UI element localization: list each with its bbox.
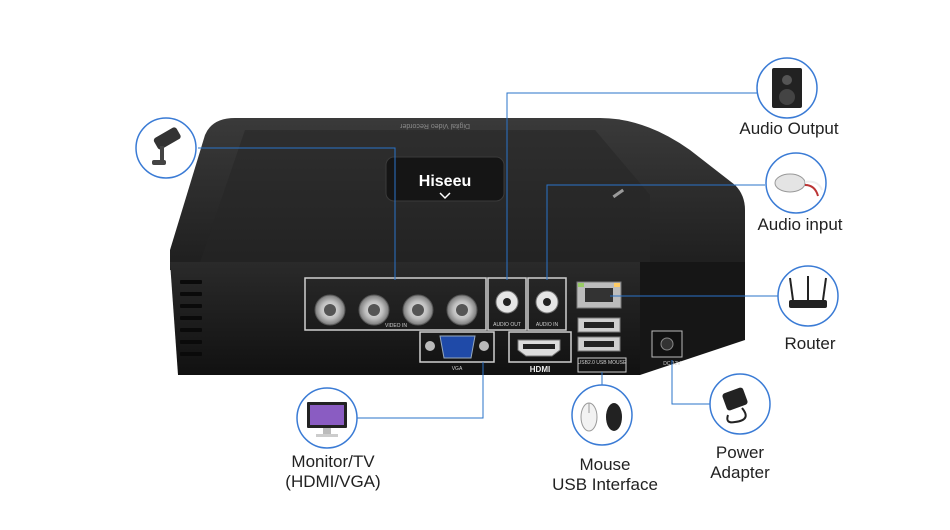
hdmi-label: HDMI [530,365,550,374]
hdmi-frame [508,331,572,363]
router-label: Router [784,334,836,353]
mouse-callout [571,384,633,446]
monitor-callout-line [356,362,484,419]
router-callout [777,265,839,327]
dvr-rear-panel [170,262,640,375]
power-label-line2: Adapter [710,463,770,482]
mouse-label-line2: USB Interface [552,475,658,494]
cctv-camera-icon [152,127,181,165]
callout-circles [135,57,839,449]
rj45-port [576,281,622,309]
monitor-label: Monitor/TV (HDMI/VGA) [258,452,408,492]
power-callout-line [671,360,710,405]
audio-out-label: AUDIO OUT [493,322,521,328]
microphone-icon [774,173,823,197]
brand-logo: Hiseeu [419,173,471,190]
audio-input-callout [765,152,827,214]
audio-output-callout [756,57,818,119]
monitor-label-line2: (HDMI/VGA) [285,472,381,491]
audio-output-callout-line [506,92,757,280]
mouse-label-line1: Mouse [579,455,631,474]
power-label: Power Adapter [690,443,790,483]
vga-port [425,335,489,359]
audio-input-callout-line [546,184,765,280]
power-adapter-icon [722,387,748,424]
rca-audio-in [535,290,559,314]
mouse-icon [580,402,622,432]
bnc-connectors [314,294,478,326]
usb-ports [577,317,621,352]
rca-audio-out [495,290,519,314]
top-edge-label: Digital Video Recorder [399,122,470,129]
logo-plate [385,156,505,202]
power-label-line1: Power [715,443,765,462]
dvr-device: Hiseeu Digital Video Recorder VIDEO IN A… [170,118,745,375]
hdmi-slot [523,344,555,349]
audio-output-label: Audio Output [739,119,839,138]
logo-chevron-icon [439,192,451,200]
dvr-side-panel [640,262,745,375]
audio-input-label: Audio input [757,215,843,234]
speaker-icon [772,68,802,108]
audio-in-label: AUDIO IN [536,322,559,328]
vga-label: VGA [452,366,463,372]
mouse-label: Mouse USB Interface [530,455,680,495]
camera-callout-line [198,147,396,280]
monitor-icon [307,402,347,437]
callout-lines [198,92,778,419]
monitor-label-line1: Monitor/TV [291,452,375,471]
camera-callout [135,117,197,179]
power-callout [709,373,771,435]
vga-frame [419,331,495,363]
usb-label: USB2.0 USB MOUSE [578,360,627,366]
status-led [612,188,625,199]
dvr-vents [180,280,202,356]
video-in-label: VIDEO IN [385,323,407,329]
monitor-callout [296,387,358,449]
router-icon [789,276,827,308]
